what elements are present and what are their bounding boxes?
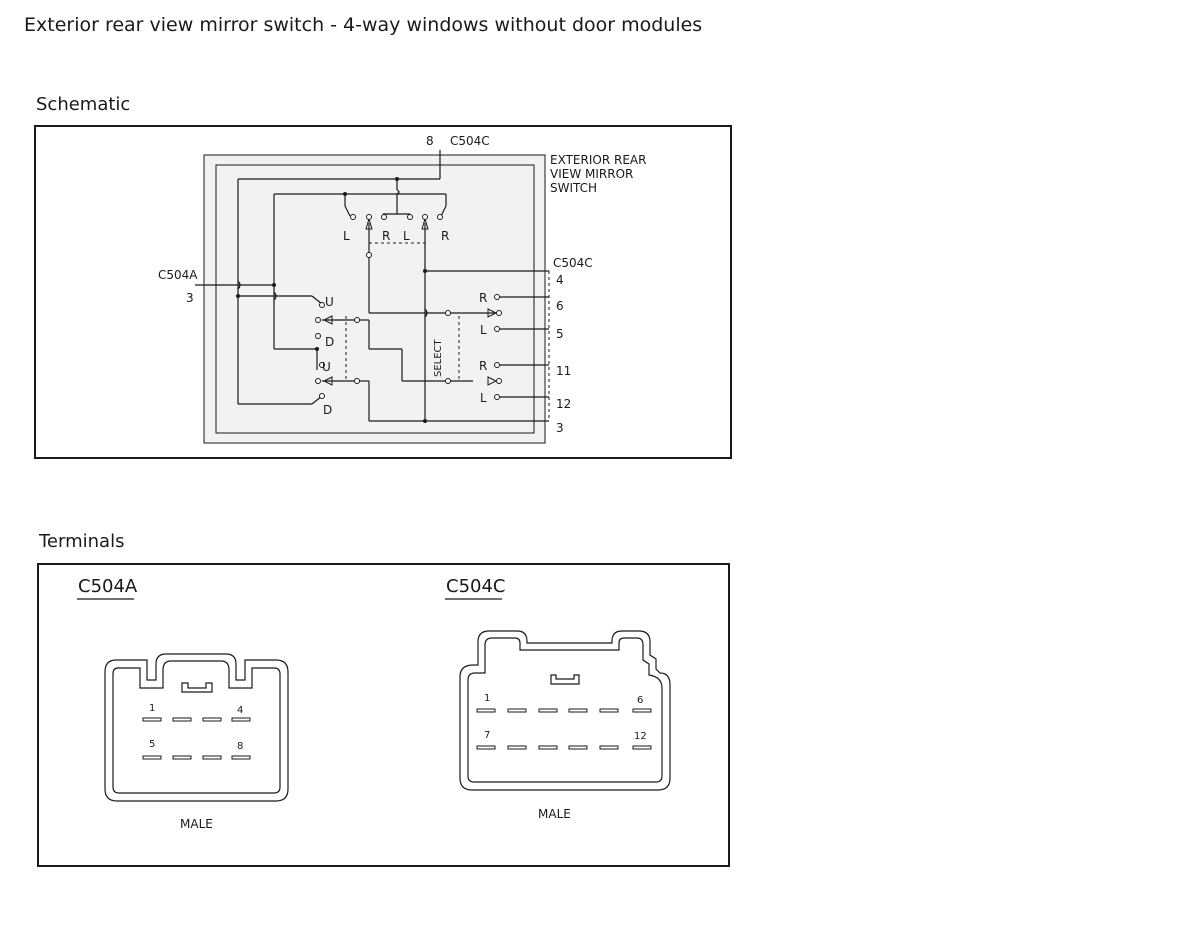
right-pin-6: 6 [556,299,564,313]
switch-letter-u-1: U [325,295,334,309]
left-connector-name: C504A [158,268,198,282]
c504a-pin-4-label: 4 [237,705,243,716]
mechanical-links [345,242,550,421]
switch-letter-u-2: U [322,360,331,374]
right-connector-name: C504C [553,256,593,270]
right-pin-11: 11 [556,364,571,378]
c504a-pin-5-label: 5 [149,739,155,750]
component-label-line-2: VIEW MIRROR [550,167,633,181]
switch-letter-l-2: L [403,229,410,243]
terminals-frame [37,563,730,867]
schematic-panel [34,125,732,459]
schematic-labels: 8 C504C EXTERIOR REAR VIEW MIRROR SWITCH… [158,134,646,435]
component-label-line-3: SWITCH [550,181,597,195]
switch-letter-d-2: D [323,403,332,417]
c504c-title: C504C [446,576,506,597]
c504a-gender: MALE [180,817,213,831]
switch-housing [203,154,546,444]
terminals-heading: Terminals [39,531,125,552]
c504a-connector-outline [104,653,289,802]
c504c-connector-outline [459,630,671,791]
contact-points [315,214,502,400]
right-pin-5: 5 [556,327,564,341]
junction-dots [236,177,427,423]
c504c-terminal: C504C 1 6 7 12 MALE [445,576,671,821]
switch-letter-d-1: D [325,335,334,349]
left-connector-pin: 3 [186,291,194,305]
schematic-frame [34,125,732,459]
c504a-title: C504A [78,576,138,597]
switch-letter-r-3: R [479,291,487,305]
c504c-gender: MALE [538,807,571,821]
c504c-pin-12-label: 12 [634,731,647,742]
switch-inner-frame [215,164,535,434]
c504a-pin-8-label: 8 [237,741,243,752]
c504c-pin-6-label: 6 [637,695,643,706]
switch-letter-l-3: L [480,323,487,337]
right-pin-4: 4 [556,273,564,287]
switch-wiring [195,150,549,422]
c504a-pin-1-label: 1 [149,703,155,714]
component-label-line-1: EXTERIOR REAR [550,153,646,167]
top-pin-number: 8 [426,134,434,148]
switch-letter-r-4: R [479,359,487,373]
c504a-terminal: C504A 1 4 5 8 MALE [77,576,289,831]
c504c-pin-7-label: 7 [484,730,490,741]
c504c-pin-1-label: 1 [484,693,490,704]
c504c-pins [476,708,652,750]
switch-letter-r-1: R [382,229,390,243]
switch-letter-l-1: L [343,229,350,243]
contact-arrows [322,217,498,386]
switch-letter-r-2: R [441,229,449,243]
schematic-heading: Schematic [36,94,131,115]
right-pin-3: 3 [556,421,564,435]
c504a-pins [142,717,251,760]
switch-letter-l-4: L [480,391,487,405]
top-connector-name: C504C [450,134,490,148]
select-label: SELECT [433,338,444,377]
right-pin-12: 12 [556,397,571,411]
page-title: Exterior rear view mirror switch - 4-way… [24,14,703,36]
